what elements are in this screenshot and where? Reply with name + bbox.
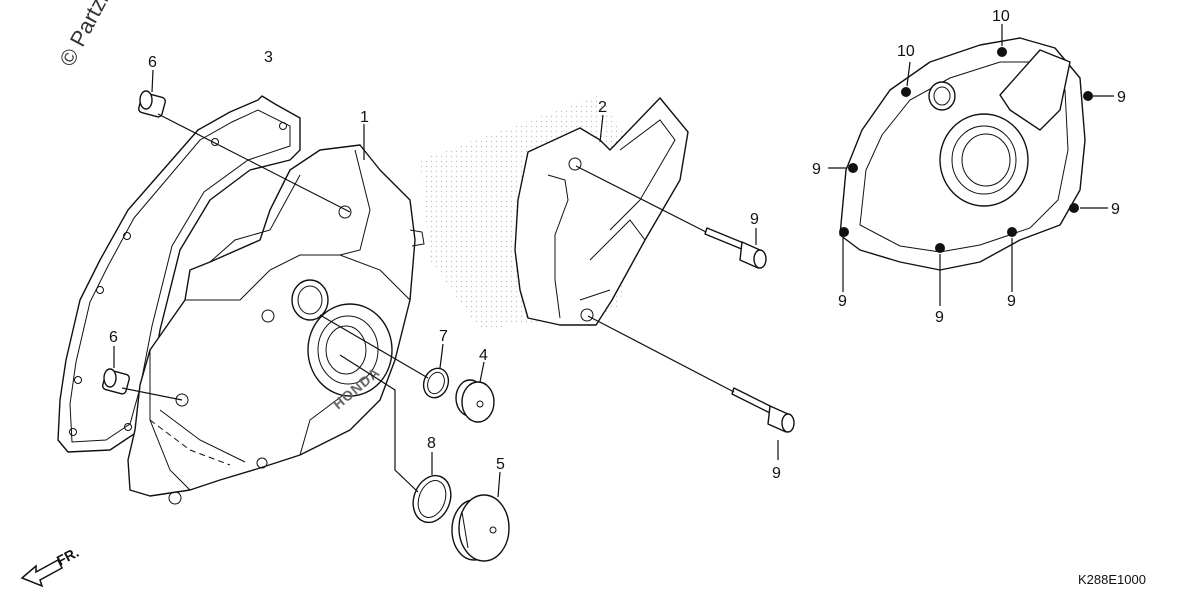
left-crankcase-cover: HONDA	[127, 144, 425, 505]
o-ring-7	[422, 367, 450, 399]
gasket-outline	[57, 95, 301, 453]
watermark: © Partzilla.com	[54, 0, 146, 70]
leader-lines	[113, 24, 1114, 498]
callout-2: 2	[598, 99, 607, 116]
callout-9-right-bottom-right: 9	[1007, 293, 1016, 310]
callout-9-right-mid: 9	[1111, 201, 1120, 218]
callout-8: 8	[427, 435, 436, 452]
callout-9-right-top: 9	[1117, 89, 1126, 106]
o-ring-8	[412, 474, 452, 524]
bolt-upper	[704, 227, 767, 269]
gasket-bolt-holes	[69, 122, 287, 436]
sprocket-cover	[514, 97, 689, 326]
callout-1: 1	[360, 109, 369, 126]
callout-5: 5	[496, 456, 505, 473]
callout-6-lower: 6	[109, 329, 118, 346]
callout-7: 7	[439, 328, 448, 345]
callout-6-upper: 6	[148, 54, 157, 71]
callout-9-bolt-lower: 9	[772, 465, 781, 482]
timing-hole-cap	[455, 379, 495, 423]
dowel-pin-upper	[138, 90, 166, 118]
front-arrow-icon	[20, 558, 63, 588]
callout-3: 3	[264, 49, 273, 66]
gasket-inner	[69, 109, 291, 443]
crankshaft-hole-cap	[451, 494, 510, 562]
diagram-reference-code: K288E1000	[1078, 572, 1146, 587]
alternate-cover	[839, 37, 1093, 271]
callout-9-right-bottom-left: 9	[838, 293, 847, 310]
callout-9-bolt-upper: 9	[750, 211, 759, 228]
callout-9-right-left: 9	[812, 161, 821, 178]
callout-10-top: 10	[992, 8, 1010, 25]
bolt-lower	[731, 387, 795, 433]
front-arrow-indicator: FR.	[20, 544, 81, 588]
callout-10-left: 10	[897, 43, 915, 60]
callout-9-right-bottom-mid: 9	[935, 309, 944, 326]
callout-4: 4	[479, 347, 488, 364]
